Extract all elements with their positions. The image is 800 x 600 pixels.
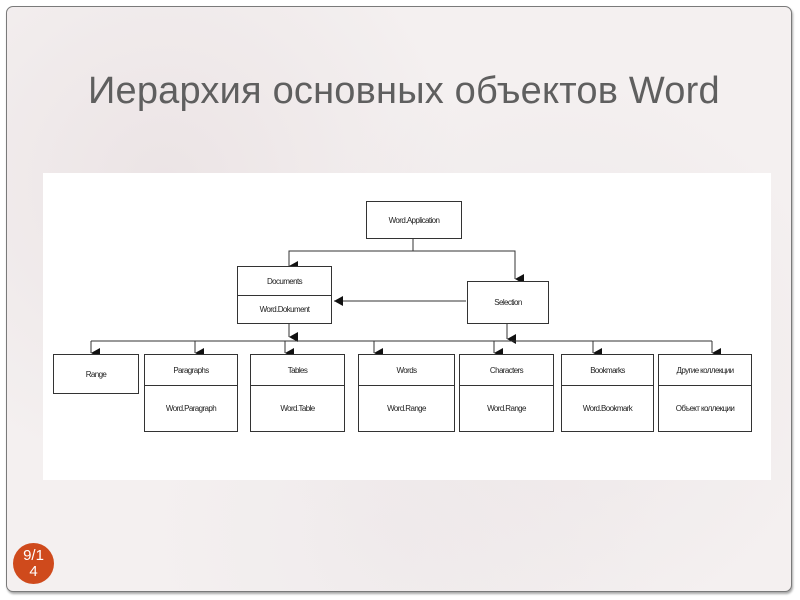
collection-label: Tables xyxy=(287,365,308,375)
object-label: Word.Table xyxy=(251,385,344,431)
collection-label: Characters xyxy=(489,365,524,375)
page-number-line1: 9/1 xyxy=(23,546,44,564)
page-number-badge: 9/1 4 xyxy=(13,543,54,584)
selection-box[interactable]: Selection xyxy=(467,281,549,324)
object-label: Word.Range xyxy=(359,385,454,431)
box-label: Selection xyxy=(494,298,522,307)
box-label: Word.Application xyxy=(388,215,440,225)
collection-label: Words xyxy=(396,365,418,375)
collection-label: Bookmarks xyxy=(590,365,625,375)
hierarchy-diagram: Word.Application Documents Word.Dokument… xyxy=(43,173,771,480)
connector-root-selection xyxy=(413,250,524,284)
object-label: Word.Bookmark xyxy=(562,385,653,431)
collection-label: Paragraphs xyxy=(173,365,209,375)
connector-root xyxy=(288,239,414,271)
collection-label: Documents xyxy=(266,276,303,286)
object-label: Word.Paragraph xyxy=(145,385,237,431)
page-number-line2: 4 xyxy=(29,562,38,580)
object-label: Word.Dokument xyxy=(238,295,331,323)
collection-label: Другие коллекции xyxy=(676,365,735,375)
documents-box[interactable]: Documents Word.Dokument xyxy=(237,266,332,324)
connectors xyxy=(90,239,721,358)
object-label: Word.Range xyxy=(460,385,553,431)
slide-title: Иерархия основных объектов Word xyxy=(88,70,720,112)
child-box-1[interactable]: Range xyxy=(53,354,139,394)
word-application-box[interactable]: Word.Application xyxy=(366,201,462,239)
collection-label: Range xyxy=(85,369,107,379)
object-label: Объект коллекции xyxy=(659,385,751,431)
